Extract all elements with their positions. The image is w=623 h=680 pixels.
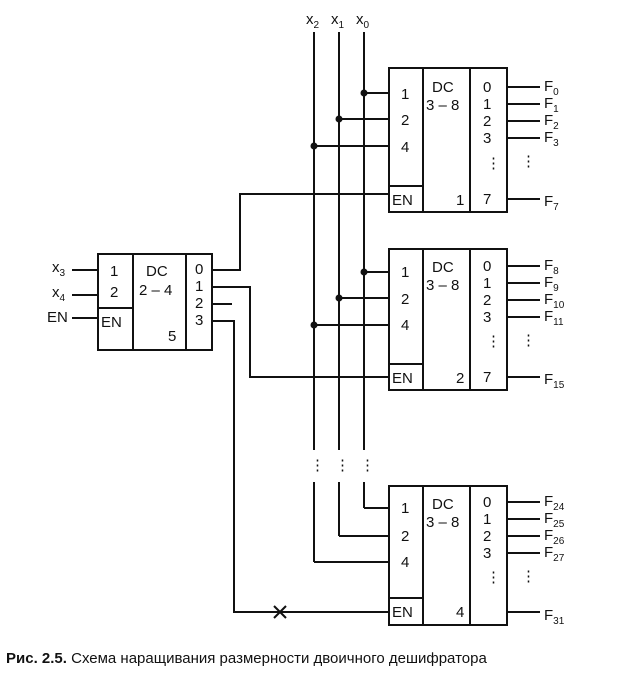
function-F31: F31	[544, 607, 565, 627]
decoder-2-input-wires	[310, 268, 389, 329]
input-label-x1: x1	[331, 11, 345, 31]
function-F8: F8	[544, 257, 559, 277]
enable-wire-3	[212, 320, 389, 613]
crossed-connection-mark	[273, 605, 287, 619]
decoder-2-4-number: 5	[168, 328, 176, 345]
decoder-2-4-output-1: 1	[195, 278, 203, 295]
decoder-4-output-dots: ⋮	[486, 569, 501, 586]
decoder-2-output-ellipsis: ⋮	[521, 332, 536, 349]
decoder-3-8-2: DC 3 – 8 1 2 4 EN 2 0 1 2 3 ⋮ 7	[388, 248, 508, 391]
decoder-4-type: 3 – 8	[426, 514, 459, 531]
bus-continuation-dots-x1: ⋮	[335, 457, 350, 474]
decoder-2-number: 2	[456, 370, 464, 387]
function-F10: F10	[544, 291, 565, 311]
decoder-1-input-1: 1	[401, 86, 409, 103]
decoder-4-number: 4	[456, 604, 464, 621]
decoder-3-8-4: DC 3 – 8 1 2 4 EN 4 0 1 2 3 ⋮	[388, 485, 508, 626]
decoder-4-input-wires	[314, 507, 389, 563]
decoder-1-output-2: 2	[483, 113, 491, 130]
decoder-4-output-1: 1	[483, 511, 491, 528]
decoder-expansion-diagram: x2 x1 x0 ⋮ ⋮ ⋮ DC 2 – 4 1 2 EN 0 1 2 3 5…	[47, 11, 565, 627]
input-label-x3: x3	[52, 259, 66, 279]
function-F9: F9	[544, 274, 559, 294]
function-F11: F11	[544, 308, 564, 328]
function-F3: F3	[544, 129, 559, 149]
decoder-2-output-1: 1	[483, 275, 491, 292]
figure-caption: Рис. 2.5. Схема наращивания размерности …	[6, 650, 623, 667]
decoder-4-input-4: 4	[401, 554, 409, 571]
decoder-4-output-0: 0	[483, 494, 491, 511]
decoder-2-output-7: 7	[483, 369, 491, 386]
bus-continuation-dots-x2: ⋮	[310, 457, 325, 474]
decoder-2-input-1: 1	[401, 264, 409, 281]
decoder-2-output-0: 0	[483, 258, 491, 275]
enable-wire-0	[212, 193, 389, 271]
decoder-2-input-2: 2	[401, 291, 409, 308]
decoder-4-output-wires	[507, 501, 540, 613]
function-F25: F25	[544, 510, 565, 530]
decoder-1-output-3: 3	[483, 130, 491, 147]
input-label-x0: x0	[356, 11, 370, 31]
function-F27: F27	[544, 544, 565, 564]
decoder-4-input-1: 1	[401, 500, 409, 517]
decoder-4-input-2: 2	[401, 528, 409, 545]
input-label-en: EN	[47, 309, 68, 326]
decoder-2-output-wires	[507, 265, 540, 378]
function-F26: F26	[544, 527, 565, 547]
decoder-2-4-enable: EN	[101, 314, 122, 331]
figure-caption-label: Рис. 2.5.	[6, 650, 67, 667]
decoder-1-output-ellipsis: ⋮	[521, 153, 536, 170]
decoder-2-4-output-3: 3	[195, 312, 203, 329]
decoder-2-input-4: 4	[401, 317, 409, 334]
decoder-1-input-wires	[310, 89, 389, 150]
decoder-2-4-output-0: 0	[195, 261, 203, 278]
enable-wire-1	[212, 286, 389, 378]
decoder-2-4-type: 2 – 4	[139, 282, 172, 299]
decoder-1-output-wires	[507, 86, 540, 200]
function-F24: F24	[544, 493, 565, 513]
input-label-x4: x4	[52, 284, 66, 304]
decoder-1-output-7: 7	[483, 191, 491, 208]
decoder-2-output-2: 2	[483, 292, 491, 309]
decoder-2-4: DC 2 – 4 1 2 EN 0 1 2 3 5	[97, 253, 213, 351]
figure-caption-text: Схема наращивания размерности двоичного …	[66, 650, 487, 667]
function-F7: F7	[544, 193, 559, 213]
decoder-1-enable: EN	[392, 192, 413, 209]
decoder-1-output-0: 0	[483, 79, 491, 96]
decoder-1-input-4: 4	[401, 139, 409, 156]
decoder-3-8-1: DC 3 – 8 1 2 4 EN 1 0 1 2 3 ⋮ 7	[388, 67, 508, 213]
decoder-2-title: DC	[432, 259, 454, 276]
function-F1: F1	[544, 95, 559, 115]
input-label-x2: x2	[306, 11, 320, 31]
decoder-2-type: 3 – 8	[426, 277, 459, 294]
bus-continuation-dots-x0: ⋮	[360, 457, 375, 474]
decoder-4-output-2: 2	[483, 528, 491, 545]
decoder-2-4-input-1: 1	[110, 263, 118, 280]
decoder-4-enable: EN	[392, 604, 413, 621]
decoder-2-enable: EN	[392, 370, 413, 387]
decoder-1-input-2: 2	[401, 112, 409, 129]
decoder-2-4-title: DC	[146, 263, 168, 280]
function-F0: F0	[544, 78, 559, 98]
decoder-2-output-dots: ⋮	[486, 333, 501, 350]
decoder-2-4-output-2: 2	[195, 295, 203, 312]
decoder-4-output-3: 3	[483, 545, 491, 562]
decoder-4-output-ellipsis: ⋮	[521, 568, 536, 585]
address-bus	[313, 32, 365, 562]
decoder-1-title: DC	[432, 79, 454, 96]
decoder-2-output-3: 3	[483, 309, 491, 326]
decoder-2-4-input-2: 2	[110, 284, 118, 301]
decoder-4-title: DC	[432, 496, 454, 513]
decoder-1-output-1: 1	[483, 96, 491, 113]
function-F15: F15	[544, 371, 565, 391]
decoder-1-output-dots: ⋮	[486, 155, 501, 172]
decoder-1-type: 3 – 8	[426, 97, 459, 114]
decoder-1-number: 1	[456, 192, 464, 209]
function-F2: F2	[544, 112, 559, 132]
